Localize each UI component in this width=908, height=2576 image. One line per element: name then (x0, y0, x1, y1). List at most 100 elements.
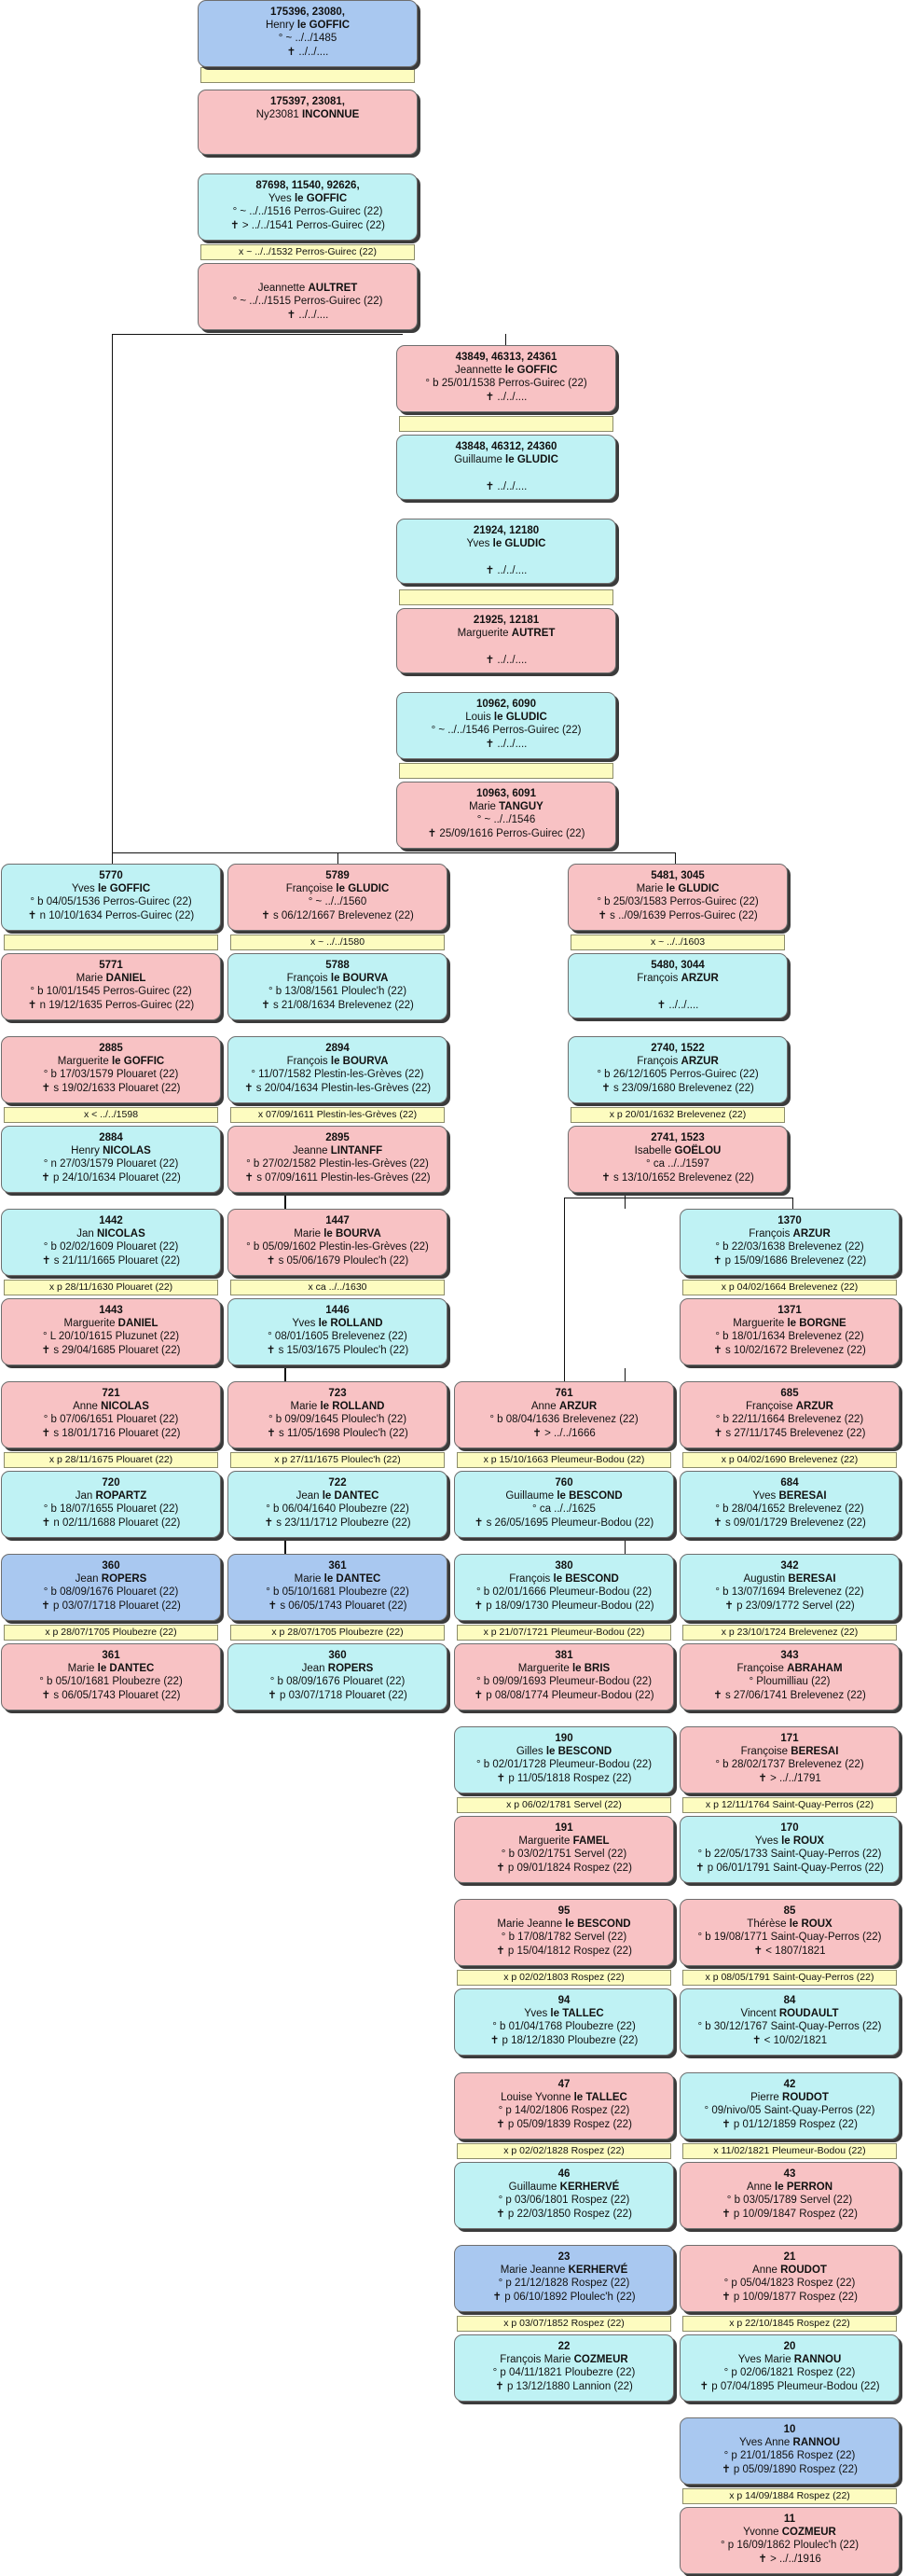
person-name: Yves le ROLLAND (228, 1317, 447, 1330)
death-info: ✝ s 27/11/1745 Brelevenez (22) (713, 1427, 866, 1439)
surname: ROUDAULT (778, 2008, 839, 2020)
death-info: ✝ s 09/01/1729 Brelevenez (22) (713, 1517, 866, 1529)
person-box[interactable]: 175397, 23081,Ny23081 INCONNUE (198, 90, 418, 155)
marriage-band: x p 22/10/1845 Rospez (22) (682, 2316, 897, 2332)
sosa-number: 46 (557, 2168, 571, 2180)
person-box[interactable]: Jeannette AULTRET° ~ ../../1515 Perros-G… (198, 263, 418, 330)
surname: BERESAI (788, 1573, 836, 1586)
sosa-number: 20 (783, 2341, 796, 2352)
given-name: Yves Anne (738, 2437, 791, 2449)
person-box[interactable]: 175396, 23080,Henry le GOFFIC° ~ ../../1… (198, 0, 418, 67)
given-name: Françoise (746, 1401, 793, 1413)
marriage-band: x p 21/07/1721 Pleumeur-Bodou (22) (457, 1625, 671, 1641)
person-name: Françoise le GLUDIC (228, 882, 447, 895)
given-name: François (286, 973, 328, 985)
given-name: François (637, 1056, 679, 1068)
birth-info (397, 466, 615, 479)
death-info: ✝ 25/09/1616 Perros-Guirec (22) (427, 827, 585, 839)
death-info: ✝ ../../.... (286, 46, 329, 58)
person-name: François le BOURVA (228, 1055, 447, 1068)
birth-info: ° b 13/08/1561 Ploulec'h (22) (268, 986, 407, 998)
sosa-number: 21925, 12181 (473, 615, 540, 626)
given-name: Marie Jeanne (500, 2264, 566, 2277)
person-box[interactable]: 87698, 11540, 92626,Yves le GOFFIC° ~ ..… (198, 173, 418, 241)
marriage-band: x ~ ../../1603 (571, 935, 785, 950)
birth-info: ° ~ ../../1516 Perros-Guirec (22) (232, 206, 383, 218)
person-name: Anne NICOLAS (2, 1400, 220, 1413)
sosa-number: 761 (555, 1388, 573, 1399)
person-name: Anne ARZUR (455, 1400, 673, 1413)
surname: le GOFFIC (294, 193, 348, 205)
sosa-number: 2740, 1522 (651, 1043, 705, 1054)
surname: le GOFFIC (296, 20, 351, 32)
person-name: Jeannette le GOFFIC (397, 364, 615, 377)
sosa-number: 190 (555, 1733, 573, 1744)
surname: le GOFFIC (111, 1056, 165, 1068)
sosa-number: 722 (328, 1477, 347, 1489)
death-info: ✝ > ../../1791 (758, 1772, 821, 1784)
given-name: Françoise (285, 883, 334, 895)
sosa-number: 21 (783, 2251, 796, 2263)
marriage-band (399, 589, 613, 605)
surname: le GLUDIC (493, 712, 547, 724)
